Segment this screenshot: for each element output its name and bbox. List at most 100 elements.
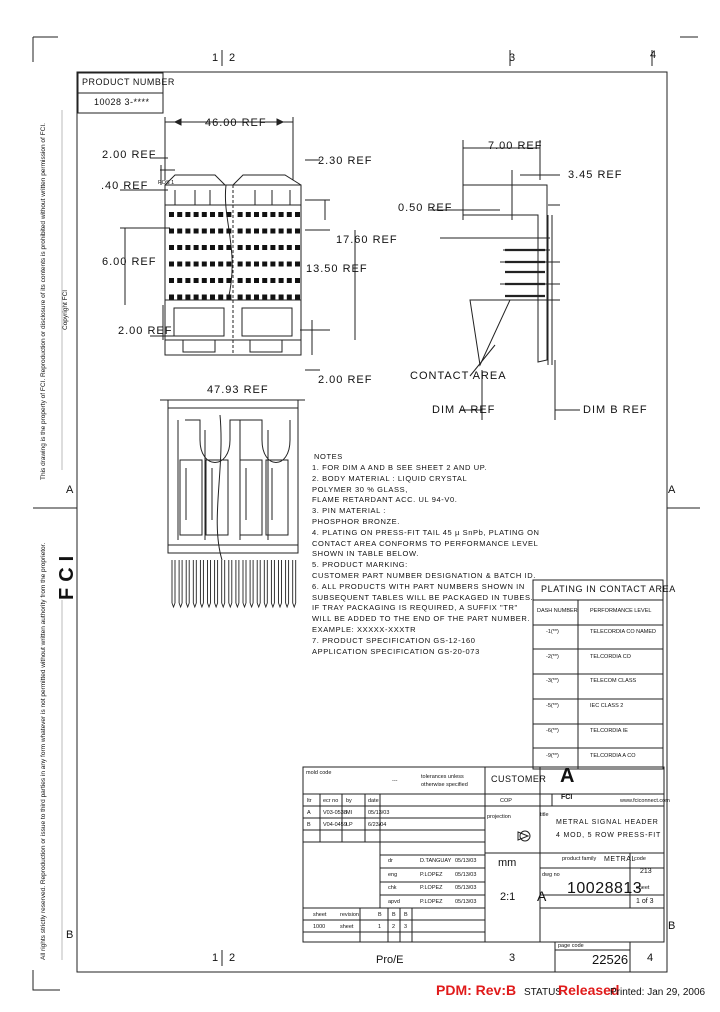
press-fit-pin (249, 560, 254, 609)
contact-cell (237, 228, 243, 234)
zone-top-4: 4 (650, 49, 657, 61)
doc-row-cell: B (378, 912, 382, 918)
contact-cell (278, 228, 284, 234)
contact-cell (254, 278, 259, 283)
contact-cell (262, 294, 268, 300)
contact-cell (177, 228, 183, 234)
press-fit-pin (199, 560, 204, 609)
contact-cell (177, 212, 183, 217)
note-line: POLYMER 30 % GLASS, (312, 484, 408, 494)
contact-cell (177, 261, 183, 267)
contact-cell (286, 245, 292, 250)
size: A (537, 888, 547, 904)
plating-dash-number: -1(**) (546, 629, 559, 635)
note-line: 2. BODY MATERIAL : LIQUID CRYSTAL (312, 473, 468, 483)
contact-cell (245, 261, 251, 267)
signature-cell: apvd (388, 898, 400, 905)
dim-600: 6.00 REF (102, 256, 157, 268)
contact-cell (226, 261, 232, 267)
revision-cell: V03-0538 (323, 810, 347, 816)
page-code: 22526 (592, 952, 629, 967)
signature-cell: chk (388, 885, 397, 891)
contact-cell (295, 228, 300, 234)
contact-cell (177, 278, 183, 283)
contact-cell (254, 245, 259, 250)
plating-performance-level: TELCORDIA IE (590, 727, 628, 734)
contact-cell (254, 228, 259, 234)
revision-header: by (346, 798, 352, 804)
code-label: code (634, 856, 646, 862)
contact-cell (237, 245, 243, 250)
contact-cell (185, 245, 191, 250)
contact-cell (286, 261, 292, 267)
plating-dash-number: -2(**) (546, 653, 559, 660)
contact-cell (278, 261, 284, 267)
press-fit-pin (263, 560, 268, 609)
rights-text-top: This drawing is the property of FCI. Rep… (40, 123, 47, 480)
contact-cell (226, 278, 232, 283)
projection-label: projection (487, 814, 511, 820)
press-fit-pin (242, 560, 247, 609)
contact-cell (185, 278, 191, 283)
contact-cell (185, 228, 191, 234)
cop-label: COP (500, 798, 512, 804)
dim-4793: 47.93 REF (207, 384, 269, 396)
zone-top-3: 3 (509, 52, 516, 64)
contact-cell (201, 228, 207, 234)
note-line: SHOWN IN TABLE BELOW. (312, 549, 419, 559)
dim-230: 2.30 REF (318, 155, 373, 167)
contact-cell (218, 261, 224, 267)
signature-cell: 05/13/03 (455, 858, 477, 864)
contact-cell (270, 245, 276, 250)
contact-cell (218, 245, 224, 250)
contact-cell (193, 261, 199, 267)
contact-cell (193, 245, 199, 250)
zone-side-b-right: B (668, 920, 676, 932)
contact-cell (254, 261, 259, 267)
zone-side-a-right: A (668, 484, 676, 496)
zone-bottom-1: 1 (212, 952, 219, 964)
dim-1350: 13.50 REF (306, 263, 368, 275)
note-line: IF TRAY PACKAGING IS REQUIRED, A SUFFIX … (312, 603, 518, 613)
contact-cell (193, 228, 199, 234)
zone-top-2: 2 (229, 52, 236, 64)
scale: 2:1 (500, 891, 516, 903)
fci-logo-text: FCI (561, 794, 573, 801)
plating-dash-number: -5(**) (546, 703, 559, 710)
contact-cell (193, 294, 199, 300)
contact-cell (295, 261, 300, 267)
press-fit-pin (285, 560, 290, 609)
contact-cell (210, 212, 215, 217)
doc-row-cell: 3 (404, 924, 408, 930)
dim-200-mid: 2.00 REF (118, 325, 173, 337)
note-line: FLAME RETARDANT ACC. UL 94-V0. (312, 495, 458, 505)
contact-cell (218, 212, 224, 217)
revision-header: ltr (307, 798, 312, 804)
website: www.fciconnect.com (620, 798, 670, 804)
contact-cell (286, 228, 292, 234)
revision-cell: LP (346, 822, 353, 828)
contact-area-label: CONTACT AREA (410, 370, 507, 382)
plating-performance-level: TELCORDIA A CO (590, 752, 636, 759)
contact-cell (278, 278, 284, 283)
note-line: WILL BE ADDED TO THE END OF THE PART NUM… (312, 614, 531, 624)
contact-cell (295, 212, 300, 217)
contact-cell (185, 294, 191, 300)
contact-cell (226, 228, 232, 234)
plating-performance-level: IEC CLASS 2 (590, 703, 624, 710)
product-number-value: 10028 3-**** (94, 97, 150, 107)
contact-cell (237, 261, 243, 267)
zone-bottom-2: 2 (229, 952, 236, 964)
notes-title: NOTES (314, 452, 343, 461)
contact-cell (286, 294, 292, 300)
customer-label: CUSTOMER (491, 774, 547, 784)
zone-bottom-3: 3 (509, 952, 516, 964)
dwg-no-label: dwg no (542, 872, 560, 878)
revision-header: date (368, 798, 379, 804)
dim-46: 46.00 REF (205, 117, 267, 129)
pro-e-label: Pro/E (376, 954, 404, 966)
contact-cell (245, 294, 251, 300)
product-family: METRAL (604, 856, 636, 863)
contact-cell (245, 278, 251, 283)
dashes: --- (392, 778, 398, 784)
